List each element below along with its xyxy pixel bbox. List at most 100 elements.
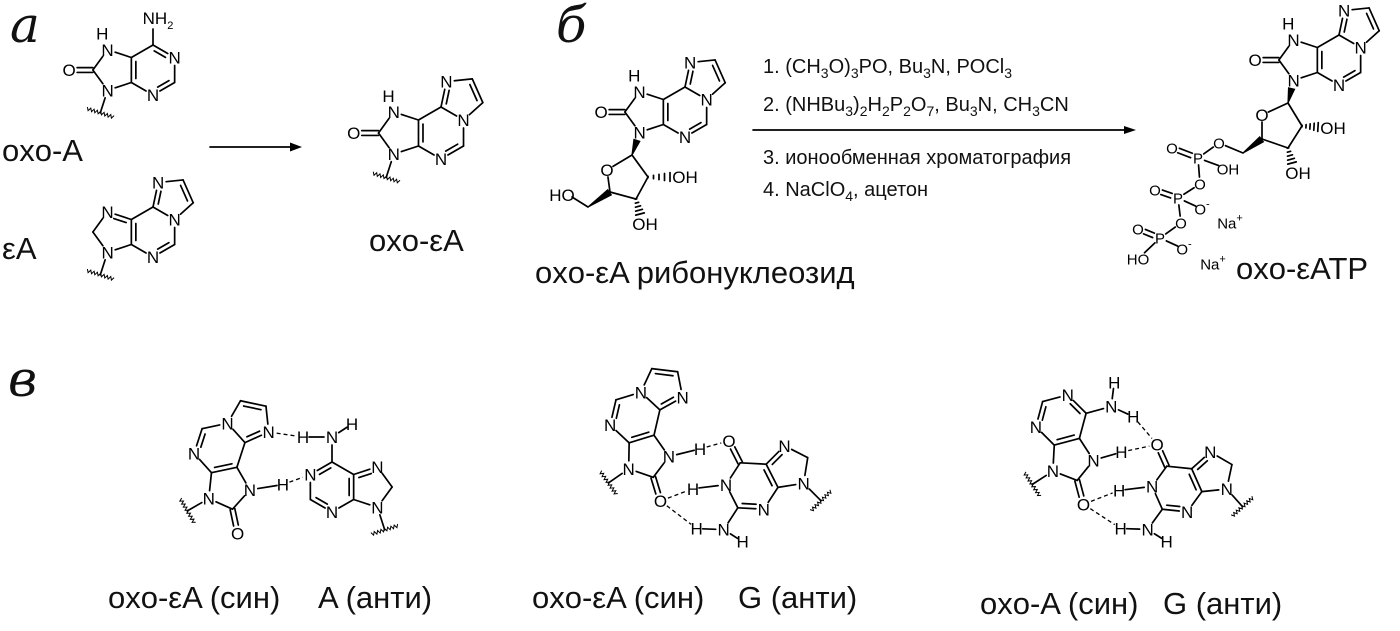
bond [256,484,278,490]
bond [765,463,779,489]
bond [739,461,768,466]
hash-bond [1286,157,1296,162]
atom-label: O [1077,495,1090,514]
double-bond-line [1041,405,1047,422]
double-bond-line [246,430,261,438]
bond [338,498,355,509]
atom-label: N [635,383,647,402]
bond [653,434,666,451]
bond [337,426,348,434]
double-bond-line [156,79,170,88]
atom-label: N [1221,480,1233,499]
atom-label: N [169,49,181,68]
bond [1155,465,1168,481]
bond [1202,146,1215,155]
bond [624,111,636,127]
atom-label: O [595,103,608,122]
bond [650,367,679,373]
double-bond-line [688,121,702,130]
bond [182,179,195,204]
atom-label: H [687,480,699,499]
bond [1151,508,1164,524]
bond [675,449,696,456]
double-bond-line [1159,193,1172,199]
hydrogen-bond [666,505,692,525]
bond [1203,159,1220,167]
atom-label: P [1193,150,1203,167]
atom-label: O [1249,51,1262,70]
bond [1231,494,1244,508]
wedge-bond [587,188,613,208]
hash-bond [1286,161,1298,165]
bond [1287,102,1303,127]
double-bond-line [1196,459,1209,471]
reaction-arrow-b [752,126,1136,134]
double-bond-line [153,50,167,59]
atom-label: OH [1320,119,1346,138]
atom-label: N [101,203,113,222]
bond [804,456,809,477]
bond [99,97,106,114]
hash-bond [634,204,642,209]
bond [615,393,635,401]
bond [239,399,267,407]
double-bond-line [654,475,662,494]
hydrogen-bond [276,432,297,437]
double-bond-line [179,184,189,202]
atom-label: N [633,123,645,142]
pair2-left-label: oxo-εA (син) [532,580,704,615]
squiggle-attachment-icon [1023,471,1042,497]
bond [165,179,184,183]
hydrogen-bond [667,490,687,499]
bond [130,206,154,221]
atom-label: N [388,103,400,122]
atom-label: N [633,83,645,102]
bond [1287,125,1303,149]
bond [1278,45,1290,61]
bond [1041,396,1061,403]
bond [808,488,822,502]
atom-label: H [1113,482,1125,501]
double-bond-line [741,502,757,506]
double-bond-line [242,405,262,411]
atom-label: O [1213,135,1225,152]
bond [631,154,649,178]
atom-label: O [1194,176,1206,193]
double-bond-line [733,446,744,463]
bond [643,367,653,386]
hydrogen-bond [289,476,304,483]
bond [468,101,484,116]
panel-letter-a: а [10,0,40,54]
bond [114,213,133,221]
bond [92,217,104,233]
bond [1216,455,1233,466]
bond [381,472,393,488]
squiggle-attachment-icon [178,497,196,523]
atom-label: N [244,481,256,500]
bond [635,176,649,200]
bond [729,461,742,479]
squiggle-attachment-icon [86,106,115,120]
atom-label: OH [672,168,698,187]
bond [1161,508,1181,512]
bond [381,486,393,502]
pair1-right-label: A (анти) [318,580,432,615]
atom-label: N [604,416,616,435]
double-bond-line [689,70,694,85]
bond [1345,71,1362,82]
double-bond-line [763,469,773,487]
atom-label: N [720,476,732,495]
double-bond-line [199,433,206,449]
bond [714,59,727,84]
atom-label: H [1114,520,1126,539]
bond [1365,29,1381,44]
bond [1300,71,1319,79]
atom-label: H [346,415,358,434]
atom-label: O [347,124,360,143]
bond [198,458,213,474]
bond [691,123,708,134]
hash-bond [634,208,644,213]
atom-label: O [600,161,613,180]
bond [1143,241,1156,254]
